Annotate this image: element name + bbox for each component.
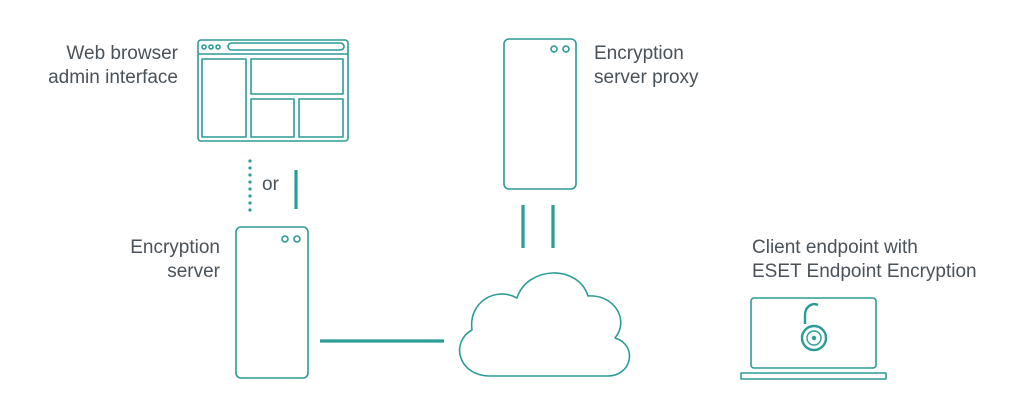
server-label-line2: server: [167, 261, 220, 282]
server-proxy-icon: [503, 38, 577, 190]
server-icon: [235, 226, 309, 379]
web-admin-label: Web browser admin interface: [48, 42, 178, 90]
proxy-label-line1: Encryption: [594, 43, 684, 64]
laptop-icon: [740, 297, 887, 380]
dotted-connector: [248, 159, 252, 212]
client-label-line2: ESET Endpoint Encryption: [752, 261, 977, 282]
web-admin-label-line1: Web browser: [66, 43, 178, 64]
or-label: or: [262, 174, 279, 195]
cloud-icon: [458, 272, 631, 377]
web-admin-label-line2: admin interface: [48, 67, 178, 88]
server-label-line1: Encryption: [130, 237, 220, 258]
padlock-icon: [800, 302, 828, 352]
proxy-label: Encryption server proxy: [594, 42, 699, 90]
client-label-line1: Client endpoint with: [752, 237, 918, 258]
browser-window-icon: [197, 39, 349, 142]
server-label: Encryption server: [130, 236, 220, 284]
client-label: Client endpoint with ESET Endpoint Encry…: [752, 236, 977, 284]
proxy-label-line2: server proxy: [594, 67, 699, 88]
proxy-cloud-connector: [521, 205, 555, 248]
